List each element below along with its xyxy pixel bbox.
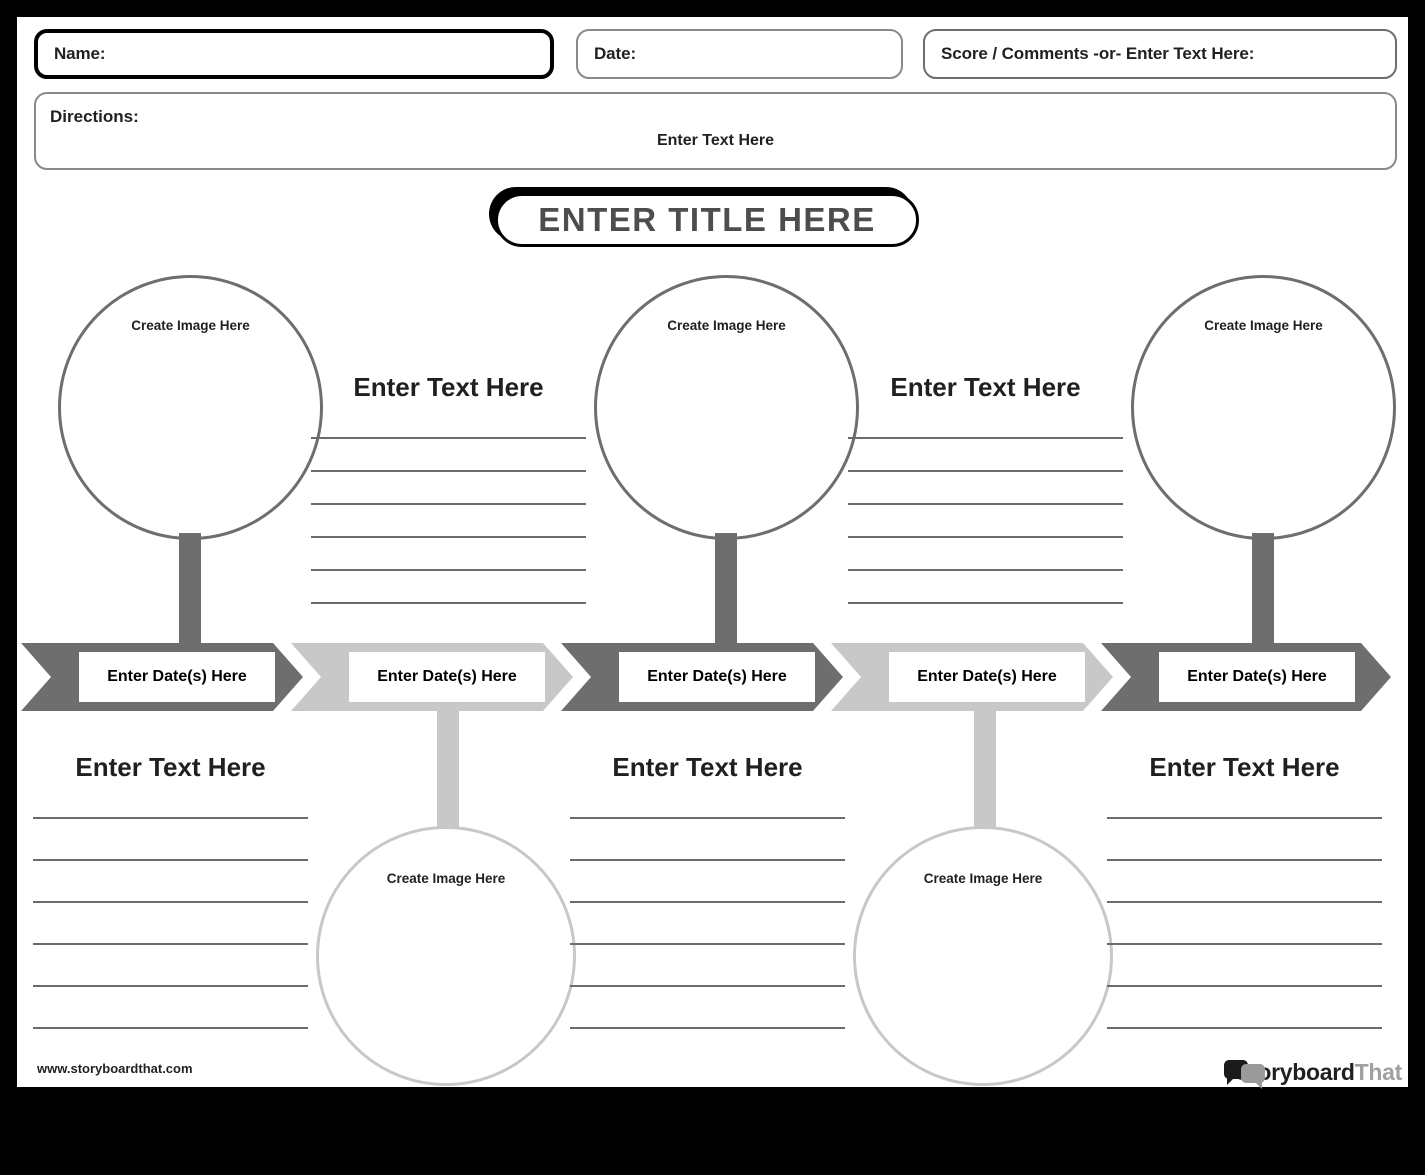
rule-line bbox=[1107, 859, 1382, 861]
event-text-block-bottom-2[interactable]: Enter Text Here bbox=[570, 752, 845, 1029]
create-image-label: Create Image Here bbox=[131, 318, 250, 333]
directions-field[interactable]: Directions: Enter Text Here bbox=[34, 92, 1397, 170]
rule-line bbox=[311, 437, 586, 439]
timeline-date-label: Enter Date(s) Here bbox=[647, 668, 787, 685]
rule-line bbox=[33, 943, 308, 945]
rule-line bbox=[848, 503, 1123, 505]
rule-line bbox=[1107, 817, 1382, 819]
rule-line bbox=[570, 817, 845, 819]
rule-line bbox=[311, 536, 586, 538]
rule-line bbox=[311, 503, 586, 505]
rule-line bbox=[311, 569, 586, 571]
rule-line bbox=[848, 569, 1123, 571]
timeline-date-box-1[interactable]: Enter Date(s) Here bbox=[79, 652, 275, 702]
score-comments-label: Score / Comments -or- Enter Text Here: bbox=[941, 44, 1255, 63]
date-field-label: Date: bbox=[594, 44, 637, 63]
title-banner-pill[interactable]: ENTER TITLE HERE bbox=[495, 193, 919, 247]
event-text-block-top-1[interactable]: Enter Text Here bbox=[311, 372, 586, 604]
rule-line bbox=[33, 985, 308, 987]
event-text-heading: Enter Text Here bbox=[353, 372, 544, 402]
rule-line bbox=[570, 859, 845, 861]
page-title: ENTER TITLE HERE bbox=[538, 201, 876, 238]
directions-label: Directions: bbox=[50, 107, 139, 126]
event-text-heading: Enter Text Here bbox=[890, 372, 1081, 402]
timeline-date-label: Enter Date(s) Here bbox=[107, 668, 247, 685]
worksheet-page: Name: Date: Score / Comments -or- Enter … bbox=[14, 14, 1411, 1090]
rule-line bbox=[311, 470, 586, 472]
name-field-label: Name: bbox=[54, 44, 106, 63]
rule-line bbox=[848, 602, 1123, 604]
speech-bubble-light-icon bbox=[1241, 1064, 1265, 1089]
date-field[interactable]: Date: bbox=[576, 29, 903, 79]
ruled-lines bbox=[1107, 817, 1382, 1029]
event-image-circle-2[interactable]: Create Image Here bbox=[316, 826, 576, 1086]
timeline-date-label: Enter Date(s) Here bbox=[917, 668, 1057, 685]
rule-line bbox=[848, 470, 1123, 472]
title-banner[interactable]: ENTER TITLE HERE bbox=[489, 187, 921, 249]
create-image-label: Create Image Here bbox=[667, 318, 786, 333]
event-text-block-top-2[interactable]: Enter Text Here bbox=[848, 372, 1123, 604]
event-stem-2 bbox=[437, 707, 459, 827]
rule-line bbox=[848, 536, 1123, 538]
event-stem-3 bbox=[715, 533, 737, 649]
rule-line bbox=[570, 1027, 845, 1029]
site-url: www.storyboardthat.com bbox=[37, 1061, 193, 1076]
event-stem-4 bbox=[974, 707, 996, 827]
brand-secondary: That bbox=[1354, 1058, 1403, 1085]
timeline-date-label: Enter Date(s) Here bbox=[1187, 668, 1327, 685]
event-text-block-bottom-3[interactable]: Enter Text Here bbox=[1107, 752, 1382, 1029]
create-image-label: Create Image Here bbox=[386, 871, 506, 886]
event-text-heading: Enter Text Here bbox=[1149, 752, 1340, 782]
rule-line bbox=[1107, 985, 1382, 987]
create-image-label: Create Image Here bbox=[1204, 318, 1323, 333]
header-fields-row: Name: Date: Score / Comments -or- Enter … bbox=[17, 17, 1414, 89]
timeline-date-box-2[interactable]: Enter Date(s) Here bbox=[349, 652, 545, 702]
timeline-chevron-strip: Enter Date(s) Here Enter Date(s) Here En… bbox=[21, 643, 1401, 711]
rule-line bbox=[570, 901, 845, 903]
ruled-lines bbox=[848, 437, 1123, 604]
directions-placeholder[interactable]: Enter Text Here bbox=[656, 132, 775, 149]
ruled-lines bbox=[33, 817, 308, 1029]
timeline-date-label: Enter Date(s) Here bbox=[377, 668, 517, 685]
rule-line bbox=[1107, 1027, 1382, 1029]
rule-line bbox=[570, 985, 845, 987]
rule-line bbox=[33, 817, 308, 819]
rule-line bbox=[1107, 943, 1382, 945]
timeline-date-box-4[interactable]: Enter Date(s) Here bbox=[889, 652, 1085, 702]
ruled-lines bbox=[311, 437, 586, 604]
rule-line bbox=[311, 602, 586, 604]
rule-line bbox=[848, 437, 1123, 439]
timeline-date-box-3[interactable]: Enter Date(s) Here bbox=[619, 652, 815, 702]
name-field[interactable]: Name: bbox=[34, 29, 554, 79]
rule-line bbox=[33, 859, 308, 861]
rule-line bbox=[1107, 901, 1382, 903]
event-image-circle-5[interactable]: Create Image Here bbox=[1131, 275, 1396, 540]
rule-line bbox=[33, 1027, 308, 1029]
event-text-block-bottom-1[interactable]: Enter Text Here bbox=[33, 752, 308, 1029]
rule-line bbox=[33, 901, 308, 903]
event-image-circle-3[interactable]: Create Image Here bbox=[594, 275, 859, 540]
ruled-lines bbox=[570, 817, 845, 1029]
rule-line bbox=[570, 943, 845, 945]
event-stem-1 bbox=[179, 533, 201, 649]
event-stem-5 bbox=[1252, 533, 1274, 649]
event-image-circle-1[interactable]: Create Image Here bbox=[58, 275, 323, 540]
timeline-date-box-5[interactable]: Enter Date(s) Here bbox=[1159, 652, 1355, 702]
speech-bubbles-icon bbox=[1224, 1058, 1265, 1089]
event-text-heading: Enter Text Here bbox=[612, 752, 803, 782]
create-image-label: Create Image Here bbox=[923, 871, 1043, 886]
score-comments-field[interactable]: Score / Comments -or- Enter Text Here: bbox=[923, 29, 1397, 79]
event-text-heading: Enter Text Here bbox=[75, 752, 266, 782]
event-image-circle-4[interactable]: Create Image Here bbox=[853, 826, 1113, 1086]
